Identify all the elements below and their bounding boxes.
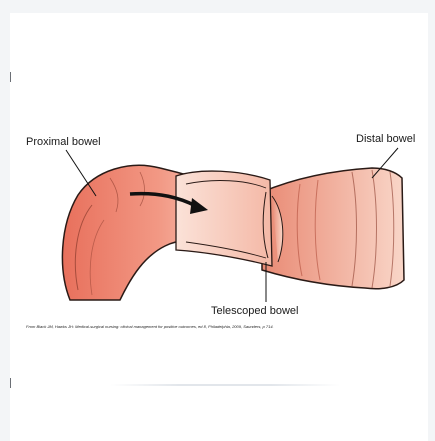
leader-line-proximal xyxy=(66,150,96,196)
label-distal-bowel: Distal bowel xyxy=(356,133,415,145)
divider-line xyxy=(110,384,340,386)
label-telescoped-bowel: Telescoped bowel xyxy=(211,305,298,317)
distal-bowel-shape xyxy=(262,168,404,289)
figure-source-caption: From Black JM, Hawks JH: Medical-surgica… xyxy=(26,324,426,329)
label-proximal-bowel: Proximal bowel xyxy=(26,136,101,148)
